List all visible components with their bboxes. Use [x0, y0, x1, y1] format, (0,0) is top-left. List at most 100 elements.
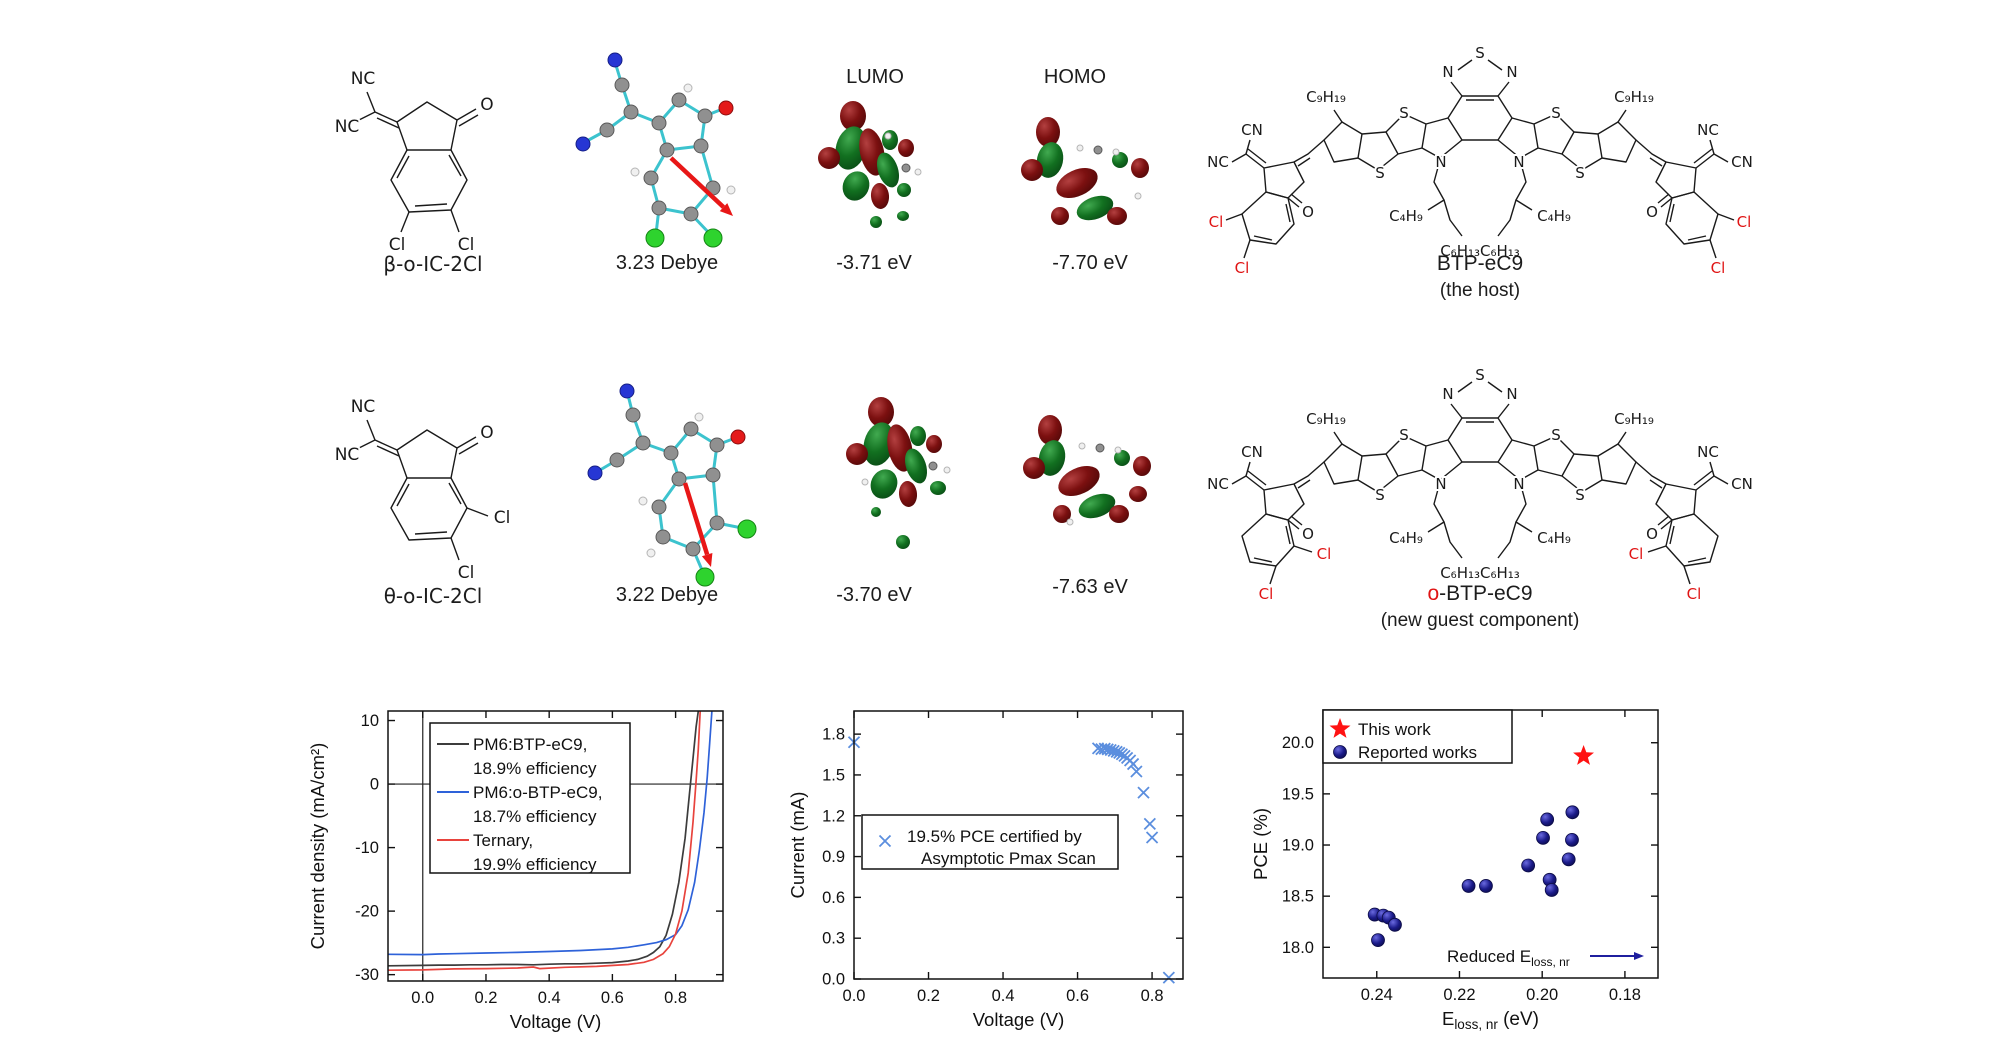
homo-header: HOMO: [1043, 66, 1107, 88]
svg-text:S: S: [1575, 164, 1585, 182]
svg-text:Cl: Cl: [1711, 259, 1726, 277]
svg-text:S: S: [1475, 44, 1485, 62]
svg-text:N: N: [1435, 475, 1446, 493]
svg-text:S: S: [1551, 104, 1561, 122]
svg-text:19.5: 19.5: [1282, 785, 1314, 803]
svg-text:0.8: 0.8: [1141, 987, 1164, 1005]
svg-text:Cl: Cl: [1687, 585, 1702, 602]
svg-text:NC: NC: [351, 397, 376, 417]
svg-text:0.0: 0.0: [411, 989, 434, 1007]
svg-text:C₄H₉: C₄H₉: [1389, 207, 1423, 225]
svg-text:N: N: [1442, 63, 1453, 81]
guest-molecule-caption: (new guest component): [1380, 610, 1580, 631]
svg-text:1.2: 1.2: [822, 807, 845, 825]
guest-name-red-o: o: [1427, 582, 1440, 605]
svg-text:0.6: 0.6: [601, 989, 624, 1007]
svg-text:18.7% efficiency: 18.7% efficiency: [473, 807, 597, 826]
svg-text:N: N: [1513, 153, 1524, 171]
svg-text:N: N: [1506, 63, 1517, 81]
svg-text:Reduced Eloss, nr: Reduced Eloss, nr: [1447, 947, 1570, 969]
svg-text:NC: NC: [1697, 443, 1719, 461]
svg-text:Cl: Cl: [1737, 213, 1752, 231]
svg-text:0.6: 0.6: [1066, 987, 1089, 1005]
svg-text:S: S: [1551, 426, 1561, 444]
svg-text:19.5% PCE certified by: 19.5% PCE certified by: [907, 827, 1082, 846]
svg-text:S: S: [1399, 426, 1409, 444]
svg-text:Voltage (V): Voltage (V): [973, 1009, 1065, 1030]
svg-text:1.8: 1.8: [822, 726, 845, 744]
svg-text:O: O: [1302, 203, 1314, 221]
beta-isomer-3d-model-with-dipole-arrow: [575, 52, 736, 248]
svg-text:18.5: 18.5: [1282, 888, 1314, 906]
svg-text:C₆H₁₃C₆H₁₃: C₆H₁₃C₆H₁₃: [1440, 242, 1520, 260]
svg-text:0.18: 0.18: [1609, 986, 1641, 1004]
host-molecule-name: BTP-eC9: [1436, 252, 1524, 275]
svg-text:Cl: Cl: [1235, 259, 1250, 277]
beta-homo-orbital-isosurface: [1021, 117, 1149, 225]
svg-text:C₄H₉: C₄H₉: [1389, 529, 1423, 547]
svg-text:0.0: 0.0: [822, 971, 845, 989]
svg-text:C₉H₁₉: C₉H₁₉: [1614, 88, 1654, 106]
svg-text:PM6:BTP-eC9,: PM6:BTP-eC9,: [473, 735, 587, 754]
svg-text:N: N: [1442, 385, 1453, 403]
svg-text:S: S: [1575, 486, 1585, 504]
svg-text:S: S: [1475, 366, 1485, 384]
svg-text:C₄H₉: C₄H₉: [1537, 529, 1571, 547]
svg-text:20.0: 20.0: [1282, 734, 1314, 752]
guest-molecule-name: o-BTP-eC9: [1330, 582, 1630, 606]
svg-text:Eloss, nr (eV): Eloss, nr (eV): [1442, 1008, 1539, 1032]
theta-homo-orbital-isosurface: [1023, 415, 1151, 526]
svg-text:O: O: [1302, 525, 1314, 543]
svg-text:Reported works: Reported works: [1358, 743, 1477, 762]
svg-text:1.5: 1.5: [822, 766, 845, 784]
svg-text:10: 10: [361, 712, 379, 730]
theta-isomer-3d-model-with-dipole-arrow: [587, 383, 757, 587]
svg-text:C₉H₁₉: C₉H₁₉: [1614, 410, 1654, 428]
theta-lumo-orbital-isosurface: [846, 397, 951, 549]
svg-text:0.2: 0.2: [917, 987, 940, 1005]
svg-text:NC: NC: [1207, 153, 1229, 171]
svg-text:O: O: [1646, 525, 1658, 543]
svg-text:S: S: [1399, 104, 1409, 122]
svg-text:0.0: 0.0: [843, 987, 866, 1005]
svg-text:PCE (%): PCE (%): [1250, 808, 1271, 880]
svg-text:Ternary,: Ternary,: [473, 831, 533, 850]
svg-text:S: S: [1375, 486, 1385, 504]
guest-name-rest: -BTP-eC9: [1439, 582, 1533, 605]
svg-text:Current density (mA/cm²): Current density (mA/cm²): [307, 743, 328, 950]
svg-text:0.20: 0.20: [1526, 986, 1558, 1004]
svg-text:0.24: 0.24: [1361, 986, 1393, 1004]
svg-text:CN: CN: [1241, 121, 1263, 139]
svg-text:Cl: Cl: [1317, 545, 1332, 563]
svg-text:N: N: [1513, 475, 1524, 493]
svg-text:PM6:o-BTP-eC9,: PM6:o-BTP-eC9,: [473, 783, 602, 802]
svg-text:O: O: [1646, 203, 1658, 221]
svg-text:NC: NC: [335, 117, 359, 137]
theta-isomer-name: θ-o-IC-2Cl: [383, 584, 483, 608]
svg-text:NC: NC: [1207, 475, 1229, 493]
svg-text:0.22: 0.22: [1443, 986, 1475, 1004]
svg-text:C₉H₁₉: C₉H₁₉: [1306, 88, 1346, 106]
svg-text:Cl: Cl: [1629, 545, 1644, 563]
svg-text:Cl: Cl: [458, 235, 475, 255]
svg-text:NC: NC: [335, 445, 359, 465]
svg-text:0.6: 0.6: [822, 889, 845, 907]
svg-text:CN: CN: [1731, 475, 1753, 493]
svg-text:18.0: 18.0: [1282, 939, 1314, 957]
svg-text:-30: -30: [355, 966, 379, 984]
svg-text:O: O: [480, 423, 493, 443]
beta-lumo-energy: -3.71 eV: [836, 252, 912, 274]
beta-lumo-orbital-isosurface: [818, 101, 922, 228]
svg-text:Cl: Cl: [494, 508, 511, 528]
svg-text:18.9% efficiency: 18.9% efficiency: [473, 759, 597, 778]
svg-text:Cl: Cl: [389, 235, 406, 255]
svg-text:O: O: [480, 95, 493, 115]
